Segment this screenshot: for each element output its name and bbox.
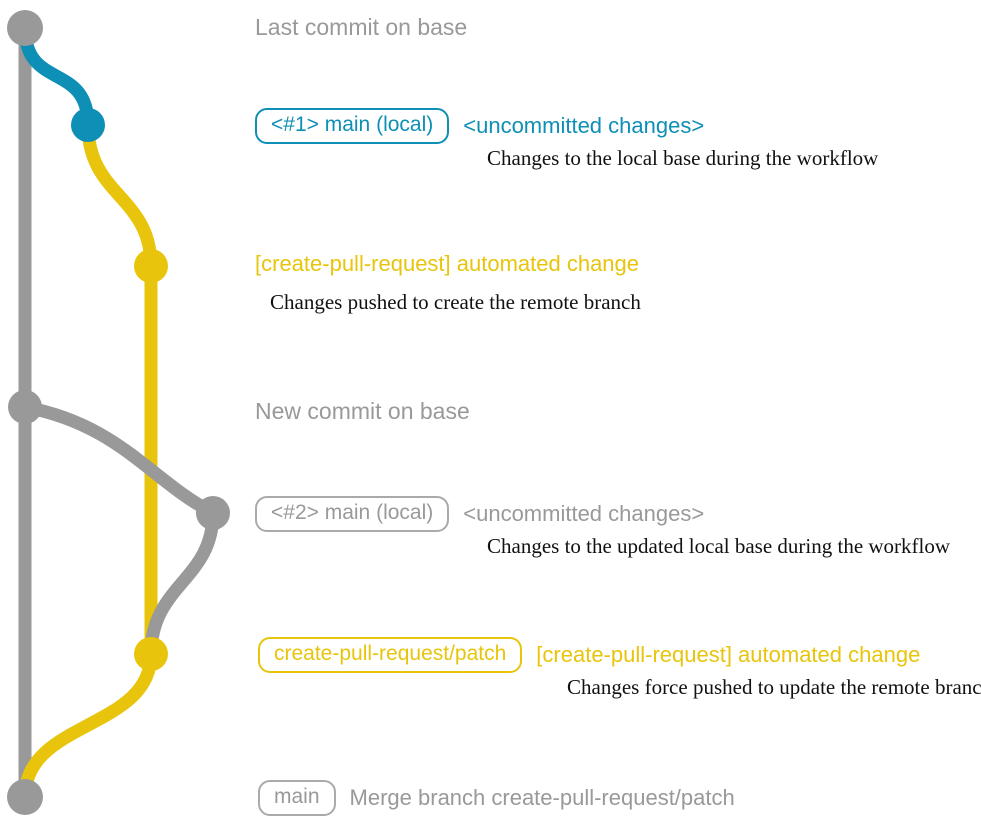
- local-1-node[interactable]: [71, 108, 105, 142]
- commit-description-local-2: Changes to the updated local base during…: [487, 534, 951, 558]
- commit-description-automated-change-2: Changes force pushed to update the remot…: [567, 675, 981, 699]
- commit-subject-local-1: <uncommitted changes>: [463, 112, 705, 138]
- commit-row-local-1: <#1> main (local) <uncommitted changes>: [255, 108, 705, 145]
- commit-description-local-1: Changes to the local base during the wor…: [487, 146, 879, 170]
- edge-local1-to-patch1: [81, 118, 158, 273]
- branch-badge-main[interactable]: main: [258, 780, 336, 817]
- local-2-node[interactable]: [196, 496, 230, 530]
- merge-node[interactable]: [7, 779, 43, 815]
- heading-last-commit-on-base: Last commit on base: [255, 14, 468, 40]
- branch-badge-main-local-2[interactable]: <#2> main (local): [255, 496, 450, 533]
- edge-patch2-to-merge: [18, 647, 158, 804]
- edge-base-to-local1: [18, 21, 95, 132]
- branch-badge-main-local-1[interactable]: <#1> main (local): [255, 108, 450, 145]
- commit-row-merge: main Merge branch create-pull-request/pa…: [258, 780, 735, 817]
- edge-basenew-to-local2: [18, 400, 220, 520]
- patch-1-node[interactable]: [134, 249, 168, 283]
- commit-row-automated-change-1: [create-pull-request] automated change: [255, 251, 640, 276]
- commit-description-automated-change-1: Changes pushed to create the remote bran…: [270, 290, 641, 314]
- edge-local2-to-patch2: [144, 506, 220, 661]
- heading-new-commit-on-base: New commit on base: [255, 398, 470, 424]
- commit-subject-automated-change-2: [create-pull-request] automated change: [536, 641, 921, 667]
- branch-badge-create-pull-request-patch[interactable]: create-pull-request/patch: [258, 637, 523, 674]
- commit-subject-automated-change-1: [create-pull-request] automated change: [255, 251, 640, 276]
- commit-row-local-2: <#2> main (local) <uncommitted changes>: [255, 496, 705, 533]
- base-new-node[interactable]: [8, 390, 42, 424]
- commit-subject-merge: Merge branch create-pull-request/patch: [349, 784, 735, 810]
- patch-2-node[interactable]: [134, 637, 168, 671]
- commit-row-automated-change-2: create-pull-request/patch [create-pull-r…: [258, 637, 921, 674]
- commit-subject-local-2: <uncommitted changes>: [463, 500, 705, 526]
- base-head-node[interactable]: [7, 10, 43, 46]
